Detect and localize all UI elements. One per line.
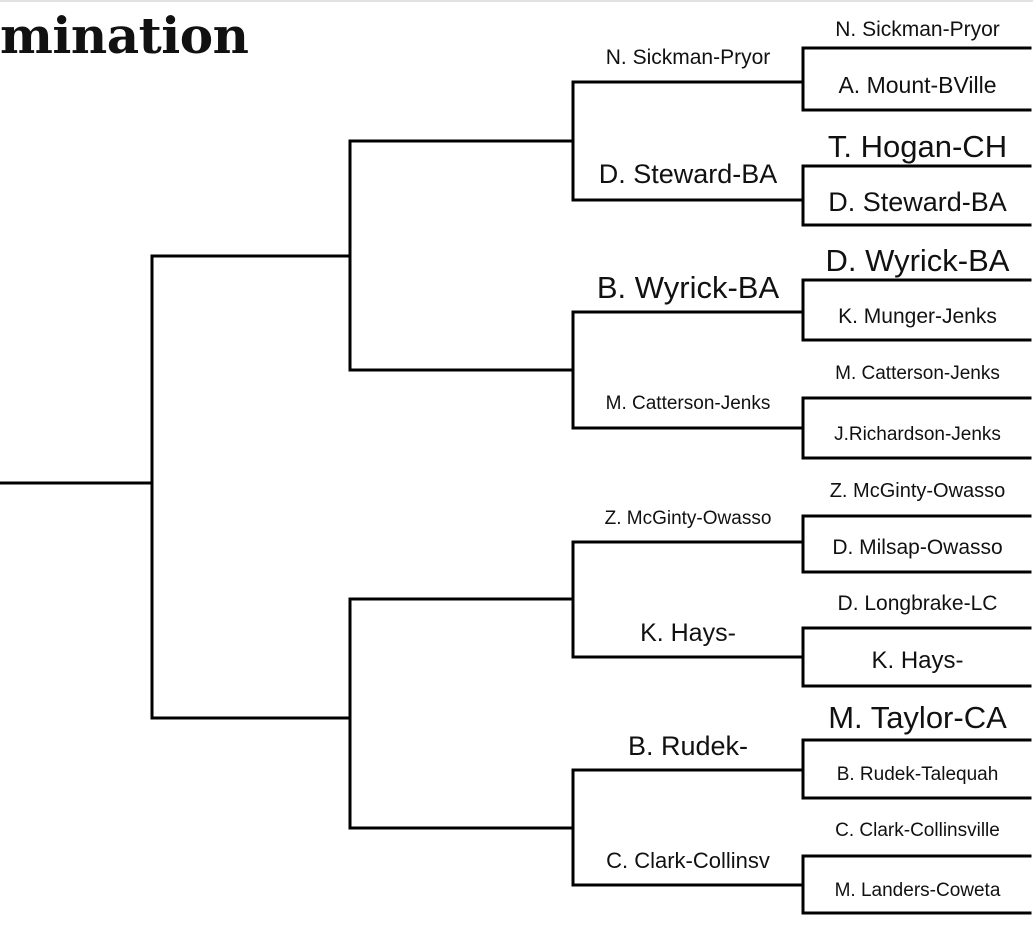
r1-box-7 [801,738,1032,800]
r1-box-6 [801,626,1032,688]
r1-name-3: T. Hogan-CH [827,129,1008,164]
r2-name-3: B. Wyrick-BA [596,270,780,305]
r1-box-4 [801,396,1032,460]
r1-box-5 [801,514,1032,574]
r1-box-2 [801,164,1032,227]
r1-name-1: N. Sickman-Pryor [835,18,1000,41]
r2-name-5: Z. McGinty-Owasso [604,508,772,529]
r1-name-16: M. Landers-Coweta [834,880,1001,901]
r1-name-11: D. Longbrake-LC [837,592,998,615]
r1-name-12: K. Hays- [871,647,964,674]
r1-box-8 [801,854,1032,915]
r1-name-5: D. Wyrick-BA [825,243,1010,278]
r2-name-1: N. Sickman-Pryor [605,46,771,69]
r3-bracket-2 [348,597,575,830]
r2-name-7: B. Rudek- [627,731,749,761]
r3-bracket-1 [348,139,575,372]
r1-name-4: D. Steward-BA [828,187,1007,217]
r1-name-2: A. Mount-BVille [838,72,997,98]
top-rule [0,0,1033,2]
page-title: mination [0,6,249,65]
r2-name-2: D. Steward-BA [598,159,778,189]
r1-name-9: Z. McGinty-Owasso [829,480,1006,502]
r2-name-4: M. Catterson-Jenks [605,393,771,414]
r1-box-1 [801,46,1032,112]
r1-name-6: K. Munger-Jenks [838,305,997,328]
r1-name-14: B. Rudek-Talequah [836,764,999,785]
r1-name-13: M. Taylor-CA [828,700,1007,735]
r1-box-3 [801,278,1032,342]
r1-name-15: C. Clark-Collinsville [835,820,1000,841]
r1-name-8: J.Richardson-Jenks [834,424,1001,445]
r1-name-7: M. Catterson-Jenks [835,363,1000,384]
r2-name-8: C. Clark-Collinsv [606,848,770,873]
r4-bracket [150,254,352,720]
r2-name-6: K. Hays- [640,619,736,647]
r1-name-10: D. Milsap-Owasso [832,536,1003,559]
